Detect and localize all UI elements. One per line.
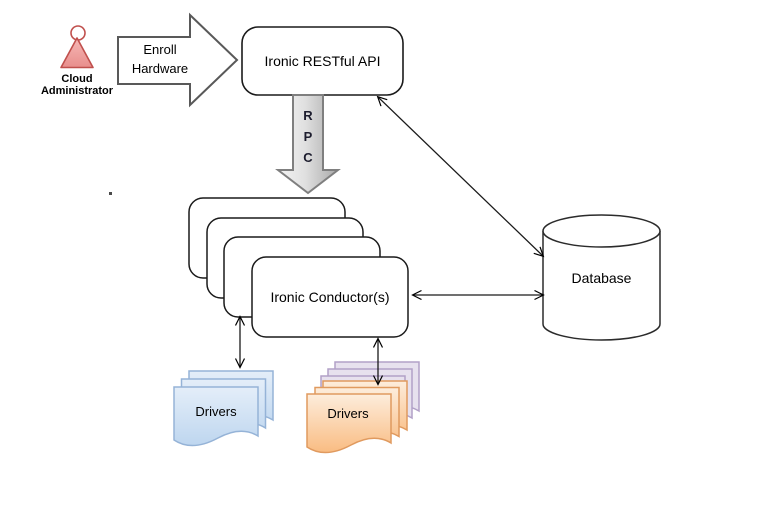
enroll-label-line2: Hardware <box>131 61 189 76</box>
conductor-card-front <box>251 256 409 338</box>
cloud-administrator-icon <box>60 25 94 69</box>
conductor-stack <box>188 197 409 338</box>
database-body <box>542 231 661 341</box>
drivers-right-label: Drivers <box>327 405 369 421</box>
stray-dot <box>109 192 112 195</box>
blue-sheet-front <box>173 386 259 447</box>
drivers-left-label: Drivers <box>195 403 237 419</box>
rpc-arrow <box>275 94 341 195</box>
orange-sheet-front <box>306 393 392 454</box>
rpc-label: R P C <box>291 105 325 168</box>
rpc-letter-r: R <box>303 108 313 123</box>
database-cylinder <box>542 214 661 341</box>
rpc-letter-c: C <box>303 150 313 165</box>
cloud-administrator-label-line1: Cloud <box>61 73 93 85</box>
ironic-restful-api-label: Ironic RESTful API <box>264 53 381 69</box>
enroll-hardware-label: Enroll Hardware <box>116 40 204 78</box>
person-head <box>70 25 86 41</box>
api-database-arrow <box>378 97 543 256</box>
cloud-administrator-label: Cloud Administrator <box>28 73 126 97</box>
database-label: Database <box>571 269 632 286</box>
drivers-stack-orange <box>306 361 420 454</box>
person-body <box>60 37 94 69</box>
enroll-label-line1: Enroll <box>143 42 177 57</box>
enroll-hardware-arrow <box>117 12 239 108</box>
drivers-stack-blue <box>173 370 274 447</box>
ironic-conductor-label: Ironic Conductor(s) <box>270 289 390 305</box>
rpc-letter-p: P <box>303 129 313 144</box>
cloud-administrator-label-line2: Administrator <box>40 85 114 97</box>
